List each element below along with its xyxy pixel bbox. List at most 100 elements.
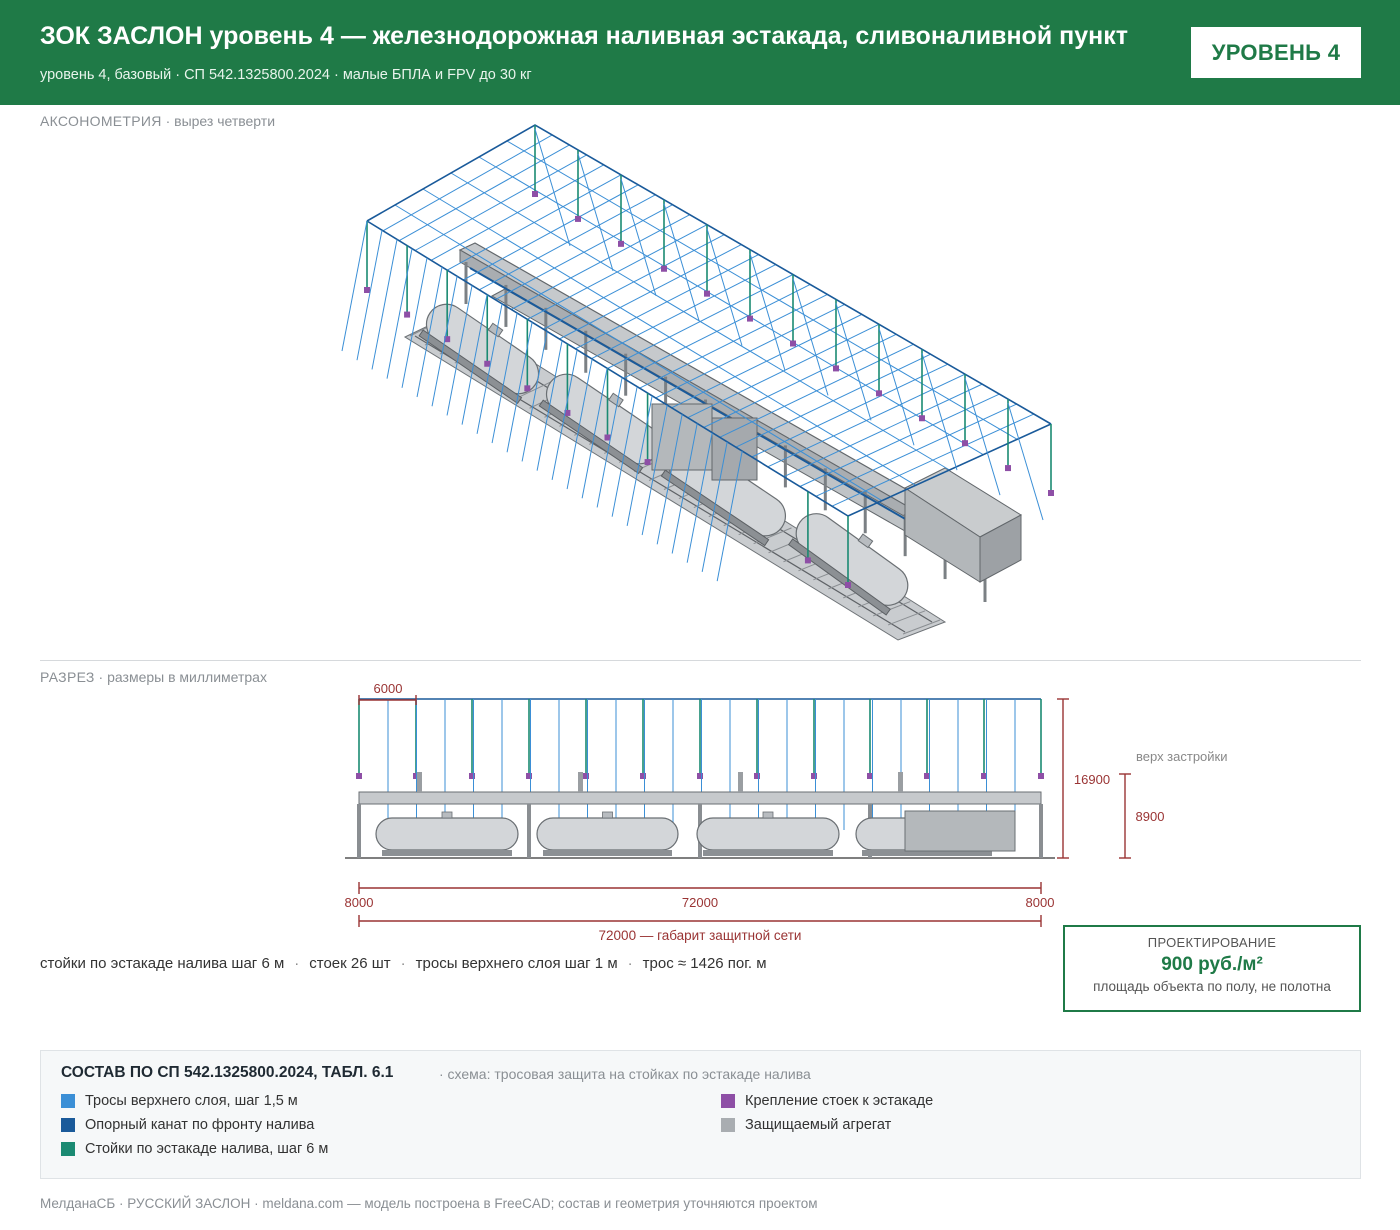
price-note: площадь объекта по полу, не полотна [1093,979,1331,994]
stay-cable [921,353,958,471]
footer: МелданаСБ · РУССКИЙ ЗАСЛОН · meldana.com… [40,1196,818,1211]
curtain-cable [596,377,623,508]
stay-cable [577,153,614,271]
curtain-cable [476,303,503,434]
legend-panel: СОСТАВ ПО СП 542.1325800.2024, ТАБЛ. 6.1… [40,1050,1361,1179]
post-mount [604,434,611,441]
legend-item-posts: Стойки по эстакаде налива, шаг 6 м [61,1141,328,1157]
legend-swatch [61,1118,75,1132]
section-gallery [358,791,1042,805]
dim-span: 6000 [374,681,403,696]
curtain-cable [641,404,668,536]
curtain-cable [386,248,413,379]
section-tank [536,817,679,851]
section-structure [345,695,1131,927]
stay-cable [534,128,571,247]
section-label: РАЗРЕЗ · размеры в миллиметрах [40,669,267,685]
post-mount [704,290,710,297]
dim-left-offset: 8000 [345,895,374,910]
stay-cable [792,278,829,396]
section-column [357,804,361,858]
tank-hatch [857,533,874,549]
curtain-cable [566,358,593,490]
legend-item-mounts: Крепление стоек к эстакаде [721,1093,933,1109]
stay-cable [706,228,743,346]
section-mount [981,773,987,779]
legend-item-support-rope: Опорный канат по фронту налива [61,1117,314,1133]
stat-cable-length: трос ≈ 1426 пог. м [642,955,767,972]
stay-cable [1007,402,1044,521]
sleeper [902,619,941,635]
legend-swatch [721,1094,735,1108]
post-mount [1048,490,1054,496]
axo-label: АКСОНОМЕТРИЯ · вырез четверти [40,113,275,129]
section-tank-frame [543,850,672,856]
section-tank-frame [703,850,833,856]
legend-item-protected-unit: Защищаемый агрегат [721,1117,891,1133]
post-mount [618,240,624,247]
level-badge: УРОВЕНЬ 4 [1191,27,1361,78]
stay-cable [749,253,786,371]
legend-title: СОСТАВ ПО СП 542.1325800.2024, ТАБЛ. 6.1 [61,1064,394,1081]
top-cable [450,172,950,471]
section-label-main: РАЗРЕЗ [40,669,95,685]
curtain-cable [581,368,608,499]
curtain-cable [446,285,473,416]
top-cable [478,156,984,456]
sleeper [514,380,555,400]
section-hatch [762,811,774,819]
section-column [868,804,872,858]
stay-cable [964,378,1001,496]
sleeper [887,610,926,626]
dim-top-note: верх застройки [1136,749,1228,764]
section-tank-frame [862,850,992,856]
curtain-cable [626,395,653,526]
building-front [904,487,981,583]
section-mount [640,773,646,779]
axo-structure [403,242,1023,641]
stay-cable [835,303,872,421]
stat-sep: · [627,955,633,972]
post-mount [564,409,571,416]
legend-item-top-cables: Тросы верхнего слоя, шаг 1,5 м [61,1093,298,1109]
legend-item-label: Защищаемый агрегат [745,1117,892,1133]
section-mast [417,772,422,792]
curtain-cable [431,276,458,407]
axo-label-note: · вырез четверти [161,113,276,129]
section-mount [413,773,419,779]
stat-posts-count: стоек 26 шт [309,955,391,972]
dim-height-build: 8900 [1136,809,1165,824]
tank-car [538,373,661,475]
legend-item-label: Крепление стоек к эстакаде [745,1093,934,1109]
curtain-cable [716,451,743,582]
section-tank [375,817,519,851]
top-cable [422,188,916,486]
curtain-cable [371,239,398,370]
curtain-cable [611,386,638,517]
section-hatch [921,811,933,819]
tank-car [418,303,540,405]
sleeper [872,601,911,617]
section-mast [578,772,583,792]
legend-subtitle: · схема: тросовая защита на стойках по э… [439,1066,811,1082]
post-mount [661,265,667,272]
dim-right-offset: 8000 [1026,895,1055,910]
post-mount [876,390,882,397]
tank-car [787,513,909,616]
tank-frame [538,399,644,475]
dim-net-length: 72000 — габарит защитной сети [599,928,802,943]
curtain-cable [416,266,443,398]
post-mount [790,340,796,347]
curtain-cable [686,432,713,563]
price-value: 900 руб./м² [1161,954,1263,975]
curtain-cable [401,257,428,388]
tank-frame [418,329,523,405]
curtain-cable [491,312,518,444]
section-mount [583,773,589,779]
post-mount [962,440,968,447]
section-mount [867,773,873,779]
post-mount [804,557,811,564]
post-mount [1005,465,1011,472]
curtain-cable [461,294,488,425]
curtain-cable [551,349,578,480]
